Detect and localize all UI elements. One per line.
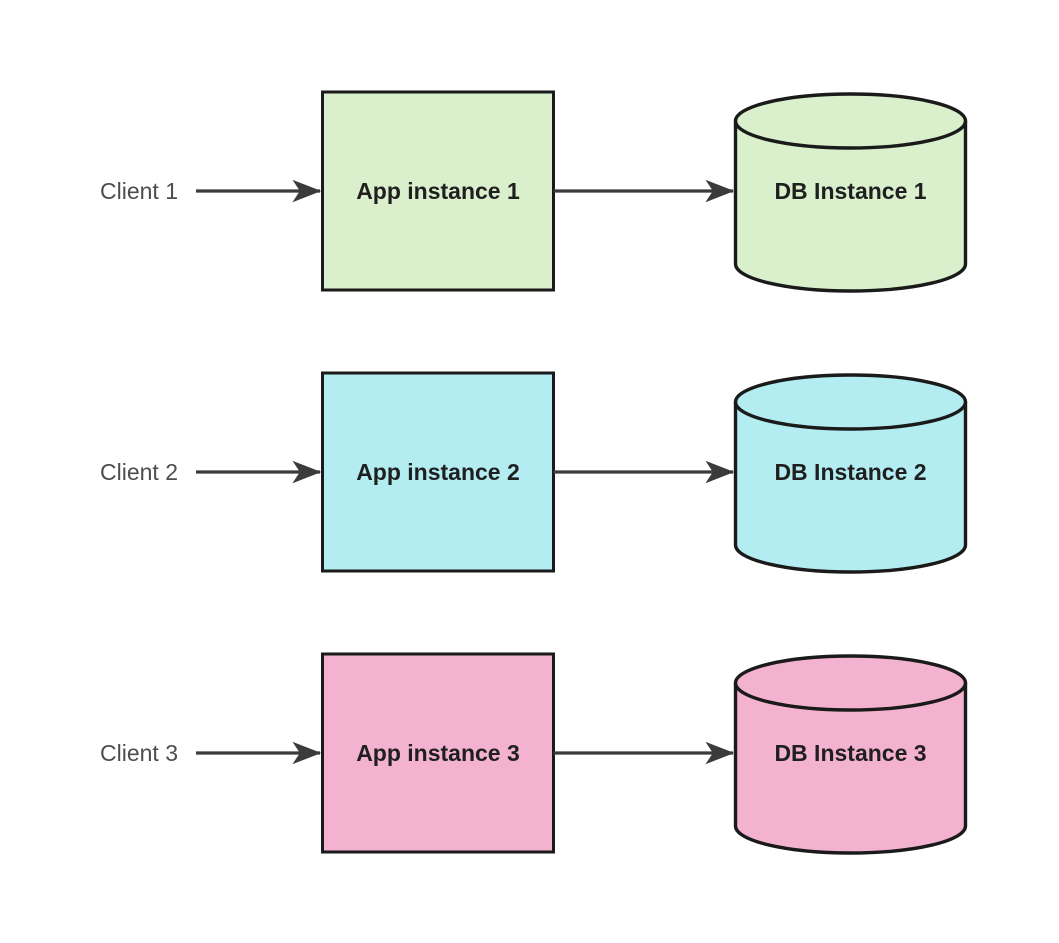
db-cylinder-rim	[733, 682, 968, 712]
db-instance-label: DB Instance 2	[774, 459, 926, 485]
db-instance-node: DB Instance 1	[733, 92, 968, 293]
db-instance-node: DB Instance 3	[733, 654, 968, 855]
client-label: Client 2	[100, 459, 178, 485]
diagram-row: Client 1 App instance 1 DB Instance 1	[100, 90, 968, 293]
app-instance-label: App instance 3	[356, 740, 520, 766]
db-cylinder-rim	[733, 120, 968, 150]
db-instance-label: DB Instance 1	[774, 178, 926, 204]
app-instance-node	[321, 371, 555, 573]
client-label: Client 1	[100, 178, 178, 204]
db-instance-node: DB Instance 2	[733, 373, 968, 574]
diagram-row: Client 3 App instance 3 DB Instance 3	[100, 652, 968, 855]
app-instance-label: App instance 1	[356, 178, 520, 204]
client-label: Client 3	[100, 740, 178, 766]
db-instance-label: DB Instance 3	[774, 740, 926, 766]
app-instance-label: App instance 2	[356, 459, 520, 485]
diagram-row: Client 2 App instance 2 DB Instance 2	[100, 371, 968, 574]
db-cylinder-rim	[733, 401, 968, 431]
